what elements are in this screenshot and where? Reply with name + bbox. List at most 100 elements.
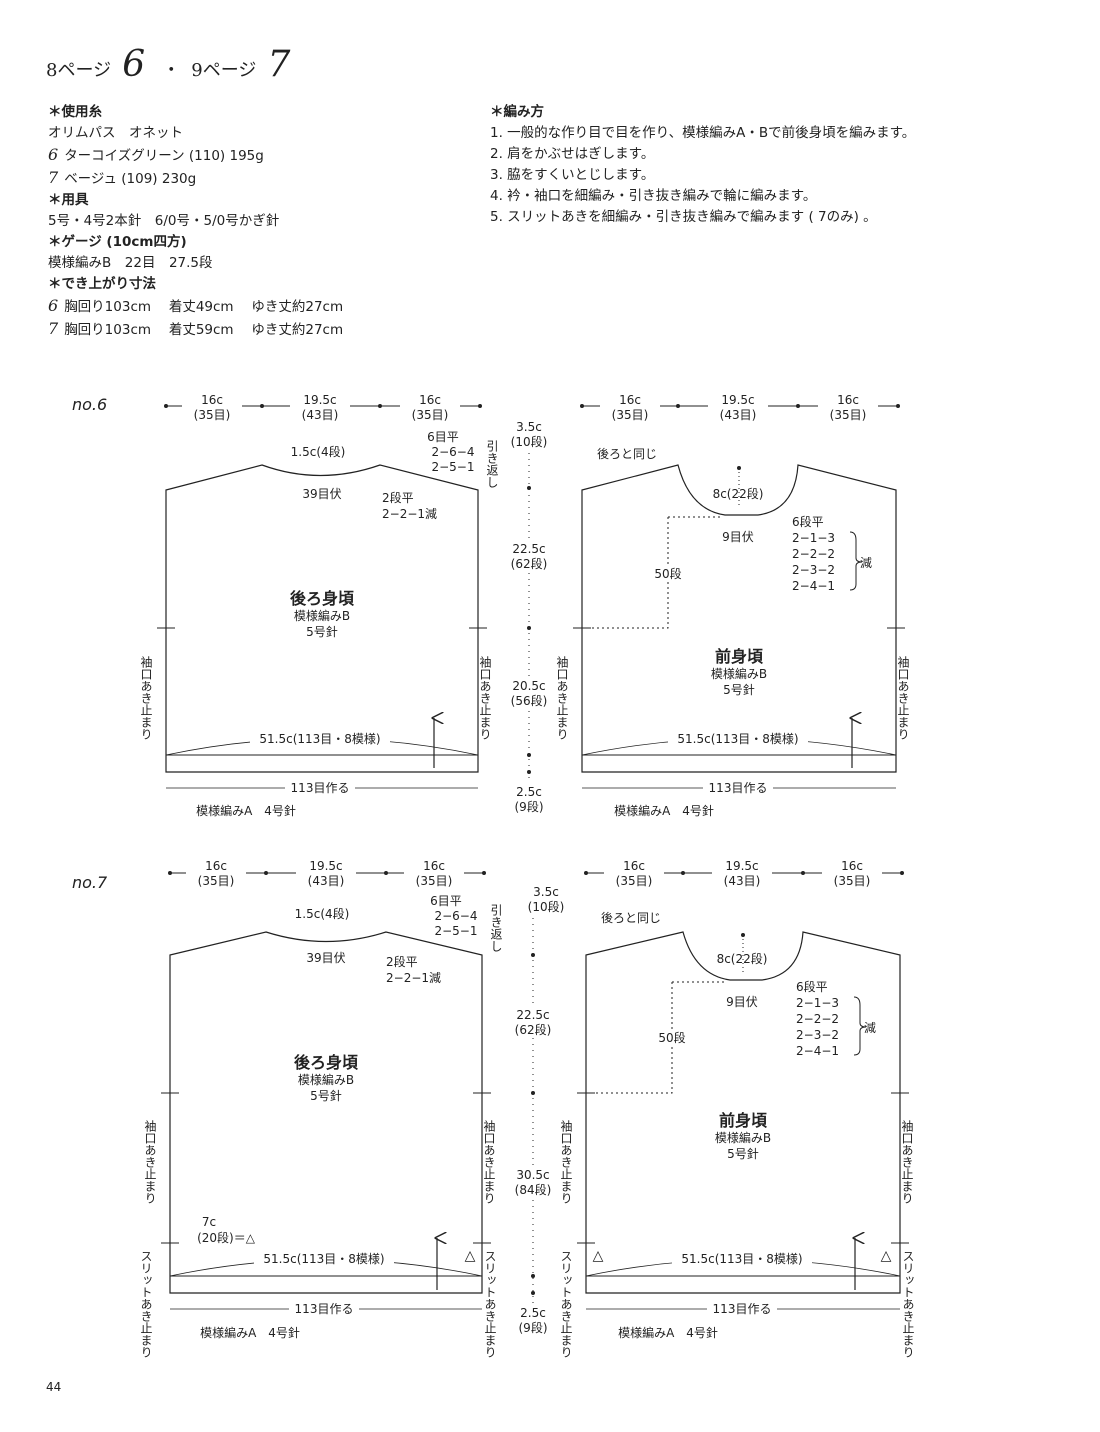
label-bg xyxy=(400,394,460,424)
gauge-heading: ＊ゲージ (10cm四方) xyxy=(48,234,187,250)
no7-front-dec: 6段平 xyxy=(796,979,828,994)
label-bg xyxy=(285,780,355,795)
dim-label: (35目) xyxy=(834,874,871,888)
page-ref-a: 8ページ xyxy=(46,60,112,81)
no7-back-triangle-mark: △ xyxy=(465,1248,476,1264)
no6-back-shoulder-row: 2−6−4 xyxy=(431,445,474,459)
dim-label: 16c xyxy=(841,859,863,873)
center-dim: (84段) xyxy=(515,1182,552,1197)
tools-heading: ＊用具 xyxy=(48,192,89,208)
no7-front-dec: 2−3−2 xyxy=(796,1028,839,1042)
no6-front-dec: 2−3−2 xyxy=(792,563,835,577)
no6-back-shoulder-row: 6目平 xyxy=(427,430,459,444)
no6-back-dim-dot xyxy=(164,404,168,408)
dim-label: (35目) xyxy=(616,874,653,888)
dim-dot xyxy=(801,871,805,875)
dim-label: 16c xyxy=(201,393,223,407)
center-dim: 3.5c xyxy=(533,885,559,899)
dim-dot xyxy=(741,933,745,937)
no7-front-dec: 2−4−1 xyxy=(796,1044,839,1058)
method-heading: ＊編み方 xyxy=(490,104,544,120)
dim-dot xyxy=(531,953,535,957)
dim-dot xyxy=(527,486,531,490)
pattern-number-b: 7 xyxy=(267,44,291,85)
center-dim: 22.5c xyxy=(516,1008,549,1022)
no7-front-armhole-right: 袖口あき止まり xyxy=(900,1119,914,1204)
no6-back-armhole-left: 袖口あき止まり xyxy=(139,655,153,740)
no6-back-shoulder-note: 引き返し xyxy=(485,440,499,488)
dim-label: (35目) xyxy=(412,408,449,422)
yarn-7-num: 7 xyxy=(48,168,59,187)
dim-label: (43目) xyxy=(724,874,761,888)
no6-back-neck-dec: 2−2−1減 xyxy=(382,506,437,521)
dim-label: 16c xyxy=(419,393,441,407)
dim-label: (35目) xyxy=(416,874,453,888)
no6-front-pattern: 模様編みB xyxy=(711,666,767,681)
dim-dot xyxy=(584,871,588,875)
no7-front-panel xyxy=(585,931,901,1294)
no7-back-pattern: 模様編みB xyxy=(298,1072,354,1087)
label-bg xyxy=(509,1006,557,1038)
dim-label: 16c xyxy=(205,859,227,873)
dim-label: 16c xyxy=(423,859,445,873)
no7-diagram: no.7 16c (35目) 19.5c (43目) 16c (35目) 1.5… xyxy=(72,859,915,1358)
no6-diagram: no.6 16c (35目) 19.5c (43目) 16c (35目) 1.5… xyxy=(72,393,910,818)
no7-front-dec-brace xyxy=(853,996,867,1056)
center-dim: 30.5c xyxy=(516,1168,549,1182)
no6-front-ribbing: 模様編みA 4号針 xyxy=(614,803,714,818)
no7-front-dec: 2−1−3 xyxy=(796,996,839,1010)
no7-front-dec: 2−2−2 xyxy=(796,1012,839,1026)
dim-label: 19.5c xyxy=(309,859,342,873)
dim-dot xyxy=(896,404,900,408)
gauge: 模様編みB 22目 27.5段 xyxy=(48,255,213,271)
no7-back-cast-on: 113目作る xyxy=(295,1302,354,1316)
method-step-5: 5. スリットあきを細編み・引き抜き編みで編みます ( 7のみ) 。 xyxy=(490,209,877,225)
no7-back-title: 後ろ身頃 xyxy=(294,1053,359,1072)
center-dim: (9段) xyxy=(519,1320,548,1335)
tools: 5号・4号2本針 6/0号・5/0号かぎ針 xyxy=(48,213,280,229)
size-heading: ＊でき上がり寸法 xyxy=(48,276,156,292)
label-bg xyxy=(289,1301,359,1316)
no6-front-neck-width: 8c(22段) xyxy=(713,486,764,501)
no7-back-panel xyxy=(169,931,483,1294)
no7-front-triangle-left: △ xyxy=(593,1248,604,1264)
no7-back-shoulder-row: 6目平 xyxy=(430,894,462,908)
no7-back-neck-dec: 2−2−1減 xyxy=(386,970,441,985)
label-bg xyxy=(707,1301,777,1316)
pattern-number-a: 6 xyxy=(122,44,146,85)
no6-back-width: 51.5c(113目・8模様) xyxy=(259,732,380,746)
no6-back-needle: 5号針 xyxy=(306,624,338,639)
center-dim: 22.5c xyxy=(512,542,545,556)
no6-back-cast-on: 113目作る xyxy=(291,781,350,795)
no6-back-dim-dot xyxy=(378,404,382,408)
no7-back-ribbing: 模様編みA 4号針 xyxy=(200,1325,300,1340)
no7-front-title: 前身頃 xyxy=(719,1111,768,1130)
no6-back-dim-dot xyxy=(260,404,264,408)
dim-dot xyxy=(796,404,800,408)
dim-label: (35目) xyxy=(194,408,231,422)
yarn-brand: オリムパス オネット xyxy=(48,125,183,141)
no7-front-slit-right: スリットあき止まり xyxy=(901,1250,915,1358)
no7-front-slit-left: スリットあき止まり xyxy=(559,1250,573,1358)
no6-back-ribbing: 模様編みA 4号針 xyxy=(196,803,296,818)
page-number: 44 xyxy=(46,1380,62,1394)
center-dim: 2.5c xyxy=(520,1306,546,1320)
size-7-text: 胸回り103cm 着丈59cm ゆき丈約27cm xyxy=(64,322,344,338)
no6-back-shoulder-row: 2−5−1 xyxy=(431,460,474,474)
center-dim: (9段) xyxy=(515,799,544,814)
no6-front-dec: 2−2−2 xyxy=(792,547,835,561)
method-section: ＊編み方 1. 一般的な作り目で目を作り、模様編みA・Bで前後身頃を編みます。 … xyxy=(490,102,915,228)
no6-front-title: 前身頃 xyxy=(715,647,764,666)
dim-label: 19.5c xyxy=(303,393,336,407)
size-7-num: 7 xyxy=(48,319,59,338)
no7-front-cast-on: 113目作る xyxy=(713,1302,772,1316)
dim-label: (43目) xyxy=(720,408,757,422)
no7-back-neck-bind: 39目伏 xyxy=(306,951,345,965)
label-bg xyxy=(604,860,664,890)
no7-front-same-as-back: 後ろと同じ xyxy=(601,911,661,925)
yarn-heading: ＊使用糸 xyxy=(48,104,102,120)
no6-back-dim-dot xyxy=(478,404,482,408)
dim-dot xyxy=(527,626,531,630)
